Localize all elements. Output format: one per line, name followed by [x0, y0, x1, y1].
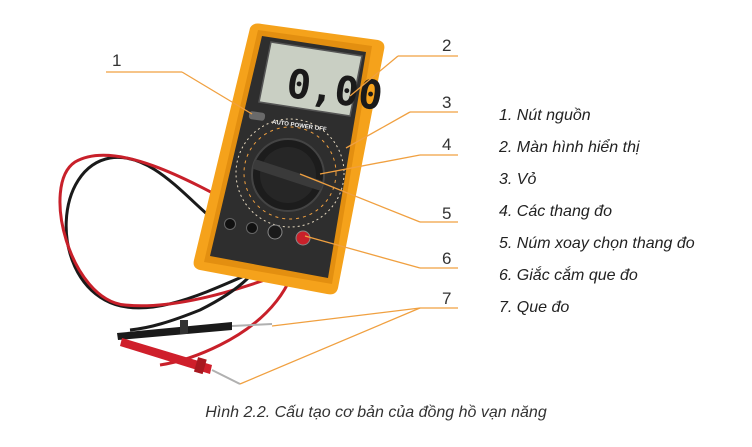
legend-item: 2Màn hình hiển thị [499, 132, 695, 164]
parts-legend: 1Nút nguồn 2Màn hình hiển thị 3Vỏ 4Các t… [499, 100, 695, 324]
black-jack[interactable] [267, 224, 283, 240]
callout-number-7: 7 [442, 289, 451, 308]
black-probe [117, 320, 273, 340]
callout-number-5: 5 [442, 204, 451, 223]
power-button[interactable] [248, 111, 266, 121]
legend-item: 5Núm xoay chọn thang đo [499, 228, 695, 260]
legend-item: 1Nút nguồn [499, 100, 695, 132]
callout-number-1: 1 [112, 51, 121, 70]
range-scales [235, 118, 345, 228]
callout-number-2: 2 [442, 36, 451, 55]
red-probe [120, 338, 241, 385]
red-jack[interactable] [295, 230, 311, 246]
legend-item: 4Các thang đo [499, 196, 695, 228]
callout-number-6: 6 [442, 249, 451, 268]
lcd-screen: 0,00 [258, 41, 386, 120]
rotary-selector-knob[interactable] [251, 138, 325, 212]
callout-number-3: 3 [442, 93, 451, 112]
black-lead-wire [64, 155, 271, 310]
legend-item: 3Vỏ [499, 164, 695, 196]
callout-number-4: 4 [442, 135, 451, 154]
legend-item: 6Giắc cắm que đo [499, 260, 695, 292]
figure-caption: Hình 2.2. Cấu tạo cơ bản của đồng hồ vạn… [205, 404, 547, 421]
probe-jacks [224, 218, 311, 246]
legend-item: 7Que đo [499, 292, 695, 324]
red-lead-wire [58, 153, 301, 308]
leader-lines [106, 55, 458, 385]
